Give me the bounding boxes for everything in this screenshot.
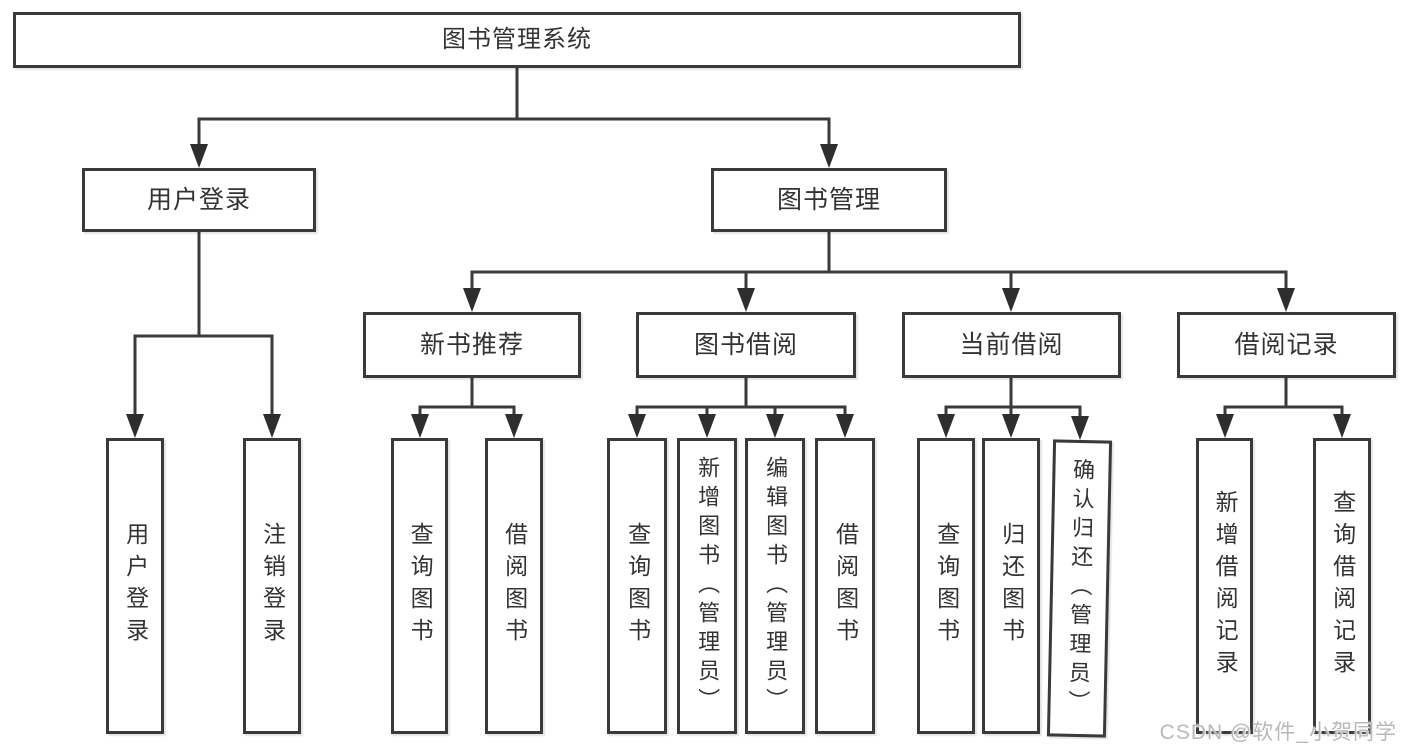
leaf-cb-query-books: 查询图书 <box>917 438 975 734</box>
leaf-nb-query-books: 查询图书 <box>391 438 448 734</box>
leaf-user-login: 用户登录 <box>106 438 164 734</box>
node-user-login: 用户登录 <box>82 168 316 232</box>
leaf-logout: 注销登录 <box>243 438 301 734</box>
arrowheads <box>126 144 1351 440</box>
node-borrow-records: 借阅记录 <box>1177 312 1396 378</box>
node-current-borrowing: 当前借阅 <box>902 312 1121 378</box>
node-book-borrowing: 图书借阅 <box>636 312 856 378</box>
leaf-bb-borrow-books: 借阅图书 <box>815 438 875 734</box>
leaf-bb-add-books-admin: 新增图书（管理员） <box>677 438 737 734</box>
leaf-nb-borrow-books: 借阅图书 <box>485 438 543 734</box>
leaf-br-add-record: 新增借阅记录 <box>1196 438 1253 734</box>
node-new-book-recommend: 新书推荐 <box>363 312 581 378</box>
node-root-system: 图书管理系统 <box>13 12 1021 68</box>
leaf-cb-return-books: 归还图书 <box>982 438 1040 734</box>
leaf-bb-edit-books-admin: 编辑图书（管理员） <box>745 438 805 734</box>
node-book-management: 图书管理 <box>711 168 947 232</box>
leaf-br-query-record: 查询借阅记录 <box>1313 438 1371 734</box>
leaf-cb-confirm-return-admin: 确认归还（管理员） <box>1046 439 1113 738</box>
csdn-watermark: CSDN @软件_小贺同学 <box>1159 721 1397 744</box>
leaf-bb-query-books: 查询图书 <box>607 438 667 734</box>
